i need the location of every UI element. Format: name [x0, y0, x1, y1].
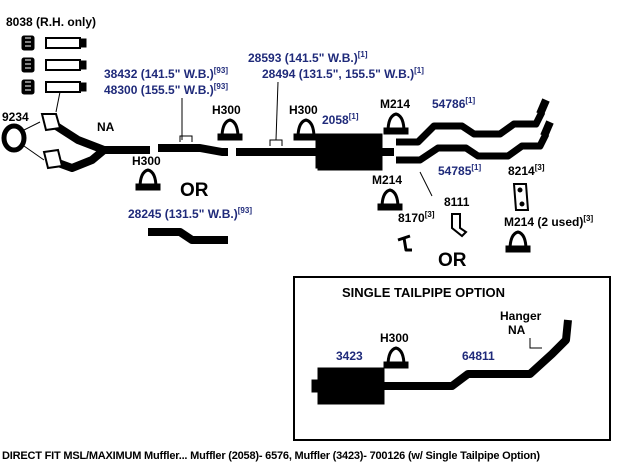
part-hanger-8214 — [512, 183, 530, 211]
label-m214-middle: M214 — [372, 173, 402, 187]
part-muffler-2058 — [300, 133, 394, 171]
part-muffler-3423 — [311, 367, 385, 405]
part-9234-gasket — [1, 121, 45, 161]
or-label-left: OR — [180, 180, 209, 201]
label-9234: 9234 — [2, 110, 29, 124]
label-h300-lower: H300 — [132, 154, 161, 168]
clamp-h300-upper-left — [217, 118, 243, 141]
tailpipe-tips — [536, 98, 554, 138]
part-pipe-28245 — [148, 228, 228, 244]
label-inset-h300: H300 — [380, 331, 409, 345]
or-label-right: OR — [438, 250, 467, 271]
clamp-m214-middle — [377, 188, 403, 211]
label-h300-upper-right: H300 — [289, 103, 318, 117]
label-38432: 38432 (141.5" W.B.)[93] — [104, 66, 228, 81]
label-m214-upper: M214 — [380, 97, 410, 111]
label-28494: 28494 (131.5", 155.5" W.B.)[1] — [262, 66, 424, 81]
part-pipe-28593 — [236, 139, 300, 156]
label-64811: 64811 — [462, 349, 495, 363]
diagram-caption: DIRECT FIT MSL/MAXIMUM Muffler... Muffle… — [2, 450, 540, 462]
part-bracket-8111 — [451, 213, 468, 238]
label-8038: 8038 (R.H. only) — [6, 15, 96, 29]
clamp-m214-2used — [505, 230, 531, 253]
part-tailpipe-64811 — [384, 319, 572, 390]
label-54785: 54785[1] — [438, 163, 481, 178]
label-hanger-na: NA — [508, 323, 526, 337]
label-8170: 8170[3] — [398, 210, 435, 225]
label-54786: 54786[1] — [432, 96, 475, 111]
label-h300-upper-left: H300 — [212, 103, 241, 117]
label-8214: 8214[3] — [508, 163, 545, 178]
inset-title: SINGLE TAILPIPE OPTION — [342, 285, 505, 300]
label-3423: 3423 — [336, 349, 363, 363]
exhaust-diagram: 8038 (R.H. only) 9234 NA — [1, 15, 611, 441]
part-tailpipe-54786 — [396, 110, 546, 146]
clamp-m214-upper — [383, 112, 409, 135]
single-tailpipe-inset — [293, 276, 611, 441]
part-hanger-8170 — [397, 234, 412, 252]
label-28593: 28593 (141.5" W.B.)[1] — [248, 50, 368, 65]
part-y-pipe — [40, 113, 150, 172]
clamp-h300-upper-right — [293, 118, 319, 141]
label-48300: 48300 (155.5" W.B.)[93] — [104, 82, 228, 97]
label-na-ypipe: NA — [97, 120, 115, 134]
clamp-inset-h300 — [383, 346, 409, 369]
label-2058: 2058[1] — [322, 112, 359, 127]
part-tailpipe-54785 — [396, 132, 550, 164]
part-intermediate-pipe-38432 — [158, 135, 228, 156]
part-8038-hardware — [21, 35, 87, 113]
label-m214-2used: M214 (2 used)[3] — [504, 214, 593, 229]
label-8111: 8111 — [444, 195, 470, 209]
label-28245: 28245 (131.5" W.B.)[93] — [128, 206, 252, 221]
label-hanger: Hanger — [500, 309, 542, 323]
clamp-h300-lower — [135, 168, 161, 191]
